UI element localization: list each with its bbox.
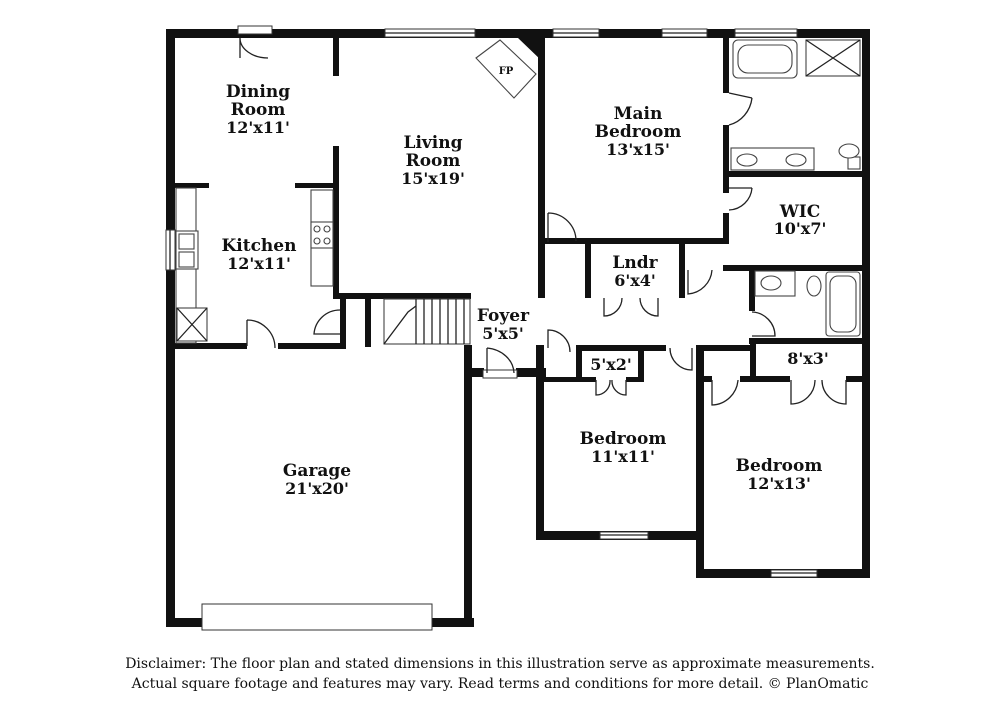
living-room-name-line1: Living [404, 133, 463, 153]
bedroom-3-name: Bedroom [736, 456, 823, 476]
bedroom-2-dims: 11'x11' [591, 447, 655, 466]
bedroom-2-name: Bedroom [580, 429, 667, 449]
laundry-dims: 6'x4' [614, 271, 656, 290]
living-room-dims: 15'x19' [401, 169, 465, 188]
living-room-name-line2: Room [406, 151, 461, 171]
foyer-dims: 5'x5' [482, 324, 524, 343]
kitchen-name: Kitchen [222, 236, 297, 256]
main-bedroom-name-line2: Bedroom [595, 122, 682, 142]
bedroom-3-dims: 12'x13' [747, 474, 811, 493]
wic-dims: 10'x7' [774, 219, 827, 238]
windows [165, 28, 818, 631]
main-bedroom-name-line1: Main [614, 104, 663, 124]
foyer-name: Foyer [477, 306, 530, 326]
wic-name: WIC [779, 202, 821, 222]
stairs [383, 298, 471, 345]
disclaimer-line-1: Disclaimer: The floor plan and stated di… [125, 656, 875, 672]
fireplace-label: FP [499, 66, 514, 77]
dining-room-name-line2: Room [231, 100, 286, 120]
dining-room-name-line1: Dining [226, 82, 290, 102]
garage-dims: 21'x20' [285, 479, 349, 498]
kitchen-dims: 12'x11' [227, 254, 291, 273]
closet-a-dims: 5'x2' [590, 355, 632, 374]
room-labels: Dining Room 12'x11' Living Room 15'x19' … [222, 66, 829, 498]
closet-b-dims: 8'x3' [787, 349, 829, 368]
fixtures [175, 38, 861, 345]
garage-door [201, 603, 433, 631]
disclaimer-line-2: Actual square footage and features may v… [131, 676, 869, 692]
dining-room-dims: 12'x11' [226, 118, 290, 137]
garage-name: Garage [283, 461, 351, 481]
doors [237, 25, 847, 406]
main-bedroom-dims: 13'x15' [606, 140, 670, 159]
laundry-name: Lndr [612, 253, 658, 273]
